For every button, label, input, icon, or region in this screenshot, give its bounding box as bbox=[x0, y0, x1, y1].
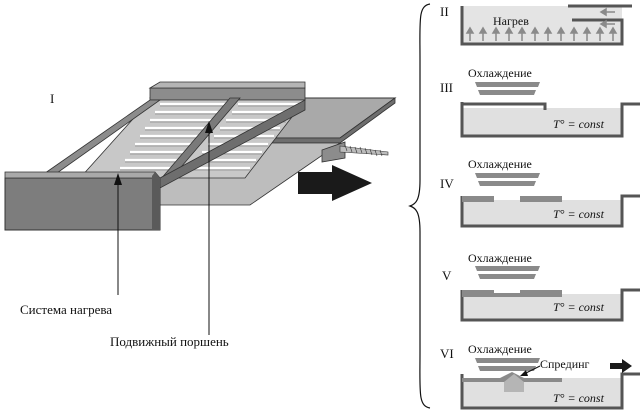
bolt bbox=[321, 141, 389, 163]
label-movable-piston: Подвижный поршень bbox=[110, 334, 229, 349]
tconst-iii: T° = const bbox=[553, 117, 605, 131]
label-heating-system: Система нагрева bbox=[20, 302, 112, 317]
caption-cooling-v: Охлаждение bbox=[468, 251, 532, 265]
stage-label-vi: VI bbox=[440, 346, 454, 361]
label-spreading: Спрединг bbox=[540, 357, 590, 371]
tconst-v: T° = const bbox=[553, 300, 605, 314]
stage-label-iii: III bbox=[440, 80, 453, 95]
caption-cooling-iii: Охлаждение bbox=[468, 66, 532, 80]
stage-vi: VI Охлаждение Спрединг T° = const bbox=[440, 342, 640, 410]
curly-brace bbox=[408, 3, 431, 409]
stage-iii: III Охлаждение T° = const bbox=[440, 66, 640, 138]
stage-iv: IV Охлаждение T° = const bbox=[440, 157, 640, 228]
direction-arrow bbox=[298, 165, 372, 201]
caption-cooling-vi: Охлаждение bbox=[468, 342, 532, 356]
tconst-vi: T° = const bbox=[553, 391, 605, 405]
stage-label-v: V bbox=[442, 268, 452, 283]
caption-cooling-iv: Охлаждение bbox=[468, 157, 532, 171]
apparatus-3d: I Система нагрева Подвижный поршень bbox=[4, 81, 397, 349]
stage-v: V Охлаждение T° = const bbox=[442, 251, 640, 322]
stage-label-ii: II bbox=[440, 4, 449, 19]
stage-label-i: I bbox=[50, 91, 54, 106]
spreading-arrow bbox=[610, 359, 632, 373]
stage-label-iv: IV bbox=[440, 176, 454, 191]
heat-arrows bbox=[465, 7, 618, 41]
caption-heating: Нагрев bbox=[493, 14, 529, 28]
stage-ii: II Нагрев bbox=[440, 4, 632, 46]
tconst-iv: T° = const bbox=[553, 207, 605, 221]
